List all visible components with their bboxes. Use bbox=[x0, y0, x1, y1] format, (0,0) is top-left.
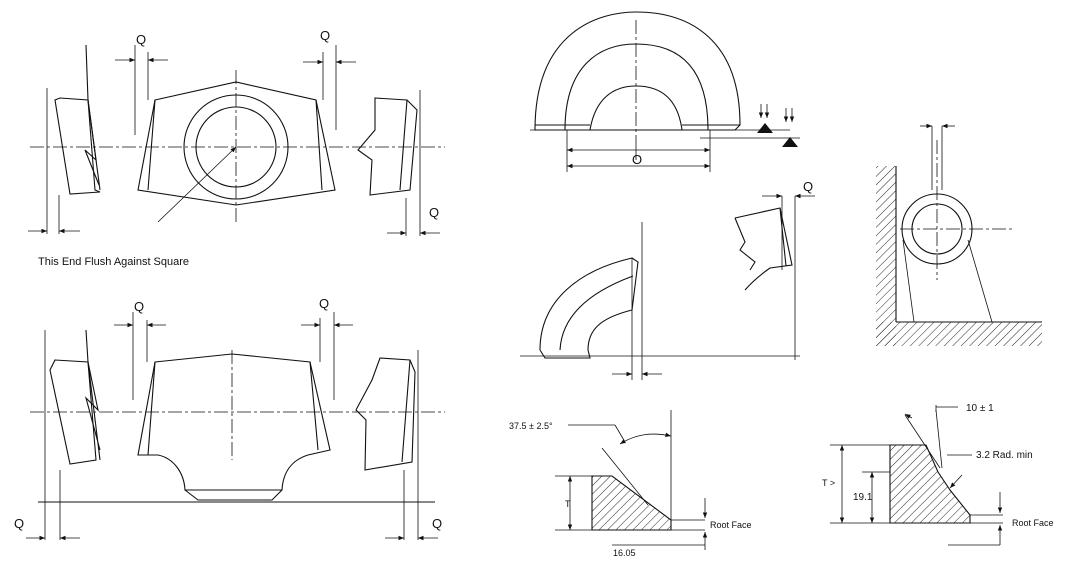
caption: This End Flush Against Square bbox=[38, 256, 189, 268]
bevel-detail-1: 37.5 ± 2.5° T Root Face 16.05 bbox=[509, 410, 752, 558]
outer-bore bbox=[183, 94, 289, 200]
wall-squareness-view bbox=[876, 123, 1042, 346]
q-label: Q bbox=[320, 28, 330, 43]
q-label: Q bbox=[319, 296, 329, 311]
tee-side-view: Q Q Q Q bbox=[14, 296, 445, 541]
q-label: Q bbox=[134, 299, 144, 314]
elbow-view: Q bbox=[520, 179, 815, 380]
inner-bore bbox=[195, 106, 277, 188]
radius-label: 3.2 Rad. min bbox=[976, 450, 1033, 461]
t-label: T bbox=[565, 499, 571, 509]
dim-label: 16.05 bbox=[613, 548, 636, 558]
root-face-label: Root Face bbox=[710, 520, 752, 530]
dim-label: 10 ± 1 bbox=[966, 403, 994, 414]
angle-label: 37.5 ± 2.5° bbox=[509, 421, 553, 431]
root-face-label: Root Face bbox=[1012, 518, 1054, 528]
dim-label: 19.1 bbox=[853, 492, 873, 503]
t-label: T > bbox=[822, 478, 835, 488]
reducer-top-view: Q Q Q This End Flush Against Square bbox=[28, 28, 445, 268]
return-bend-view: O bbox=[530, 11, 800, 172]
q-label: Q bbox=[803, 179, 813, 194]
q-label: Q bbox=[14, 516, 24, 531]
o-label: O bbox=[632, 152, 642, 167]
q-label: Q bbox=[429, 205, 439, 220]
bevel-detail-2: 10 ± 1 3.2 Rad. min T > 19.1 Root Face bbox=[822, 403, 1054, 546]
q-label: Q bbox=[136, 32, 146, 47]
q-label: Q bbox=[432, 516, 442, 531]
